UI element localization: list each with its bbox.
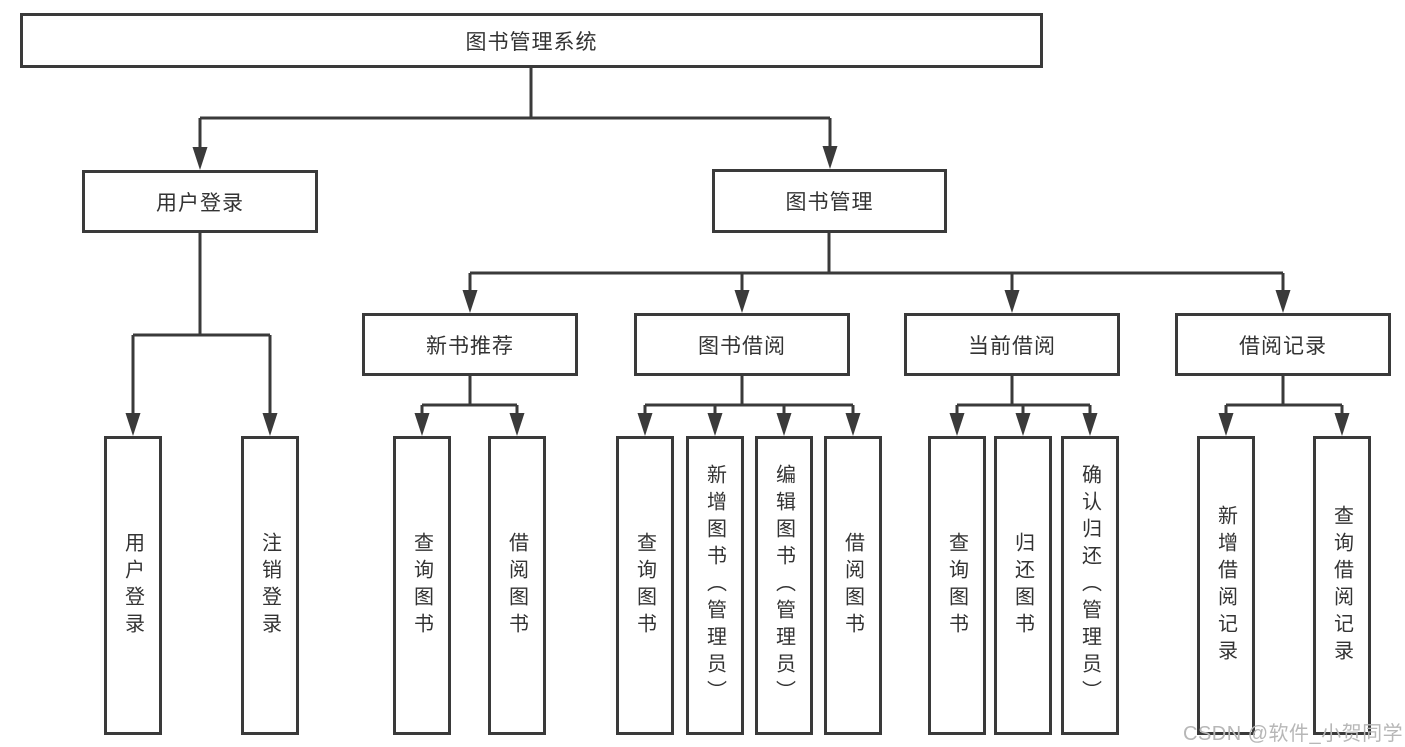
leaf-add-borrow-record-label: 新增借阅记录 [1214, 504, 1237, 667]
node-user-login: 用户登录 [82, 170, 318, 233]
leaf-query-books-current: 查询图书 [928, 436, 986, 735]
node-new-book-recommend: 新书推荐 [362, 313, 578, 376]
leaf-return-books-label: 归还图书 [1011, 531, 1034, 640]
leaf-confirm-return-admin-label: 确认归还（管理员） [1078, 464, 1101, 707]
leaf-logout: 注销登录 [241, 436, 299, 735]
node-current-borrow-label: 当前借阅 [968, 334, 1056, 358]
leaf-add-borrow-record: 新增借阅记录 [1197, 436, 1255, 735]
node-book-borrow: 图书借阅 [634, 313, 850, 376]
leaf-query-books-recommend-label: 查询图书 [410, 531, 433, 640]
node-user-login-label: 用户登录 [156, 191, 244, 215]
node-root: 图书管理系统 [20, 13, 1043, 68]
leaf-query-books-borrow: 查询图书 [616, 436, 674, 735]
leaf-edit-books-admin: 编辑图书（管理员） [755, 436, 813, 735]
leaf-add-books-admin: 新增图书（管理员） [686, 436, 744, 735]
leaf-borrow-books-recommend: 借阅图书 [488, 436, 546, 735]
leaf-borrow-books: 借阅图书 [824, 436, 882, 735]
leaf-user-login: 用户登录 [104, 436, 162, 735]
leaf-query-books-current-label: 查询图书 [945, 531, 968, 640]
node-current-borrow: 当前借阅 [904, 313, 1120, 376]
leaf-confirm-return-admin: 确认归还（管理员） [1061, 436, 1119, 735]
node-root-label: 图书管理系统 [465, 30, 598, 54]
leaf-query-borrow-record: 查询借阅记录 [1313, 436, 1371, 735]
leaf-edit-books-admin-label: 编辑图书（管理员） [772, 464, 795, 707]
leaf-query-books-recommend: 查询图书 [393, 436, 451, 735]
leaf-borrow-books-recommend-label: 借阅图书 [505, 531, 528, 640]
csdn-watermark: CSDN @软件_小贺同学 [1183, 723, 1404, 745]
arrowheads [125, 146, 1350, 436]
node-book-management: 图书管理 [712, 169, 947, 233]
leaf-logout-label: 注销登录 [258, 531, 281, 640]
node-book-borrow-label: 图书借阅 [698, 334, 786, 358]
node-new-book-recommend-label: 新书推荐 [426, 334, 514, 358]
node-borrow-records-label: 借阅记录 [1239, 334, 1327, 358]
leaf-query-borrow-record-label: 查询借阅记录 [1330, 504, 1353, 667]
connector-paths [131, 68, 1344, 418]
leaf-add-books-admin-label: 新增图书（管理员） [703, 464, 726, 707]
leaf-user-login-label: 用户登录 [121, 531, 144, 640]
node-borrow-records: 借阅记录 [1175, 313, 1391, 376]
leaf-borrow-books-label: 借阅图书 [841, 531, 864, 640]
leaf-query-books-borrow-label: 查询图书 [633, 531, 656, 640]
leaf-return-books: 归还图书 [994, 436, 1052, 735]
node-book-management-label: 图书管理 [785, 191, 874, 214]
